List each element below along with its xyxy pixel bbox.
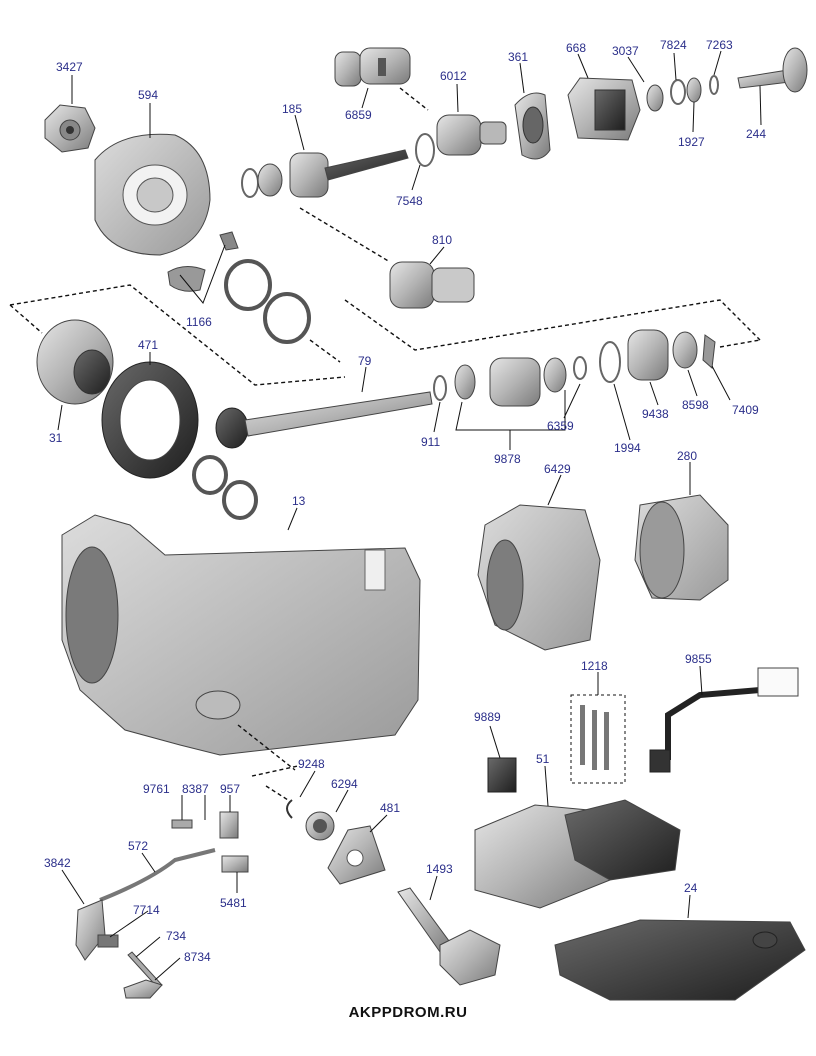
callout-668: 668 — [566, 41, 586, 55]
callout-9438: 9438 — [642, 407, 669, 421]
part-7548-ring — [415, 133, 435, 167]
callout-8598: 8598 — [682, 398, 709, 412]
callout-7714: 7714 — [133, 903, 160, 917]
callout-24: 24 — [684, 881, 698, 895]
part-810-gear — [389, 261, 475, 309]
part-280-housing — [634, 494, 729, 601]
site-watermark: AKPPDROM.RU — [348, 1004, 468, 1021]
part-79-pinion-shaft — [215, 391, 433, 449]
part-244-shaft — [737, 47, 808, 93]
callout-6429: 6429 — [544, 462, 571, 476]
callout-471: 471 — [138, 338, 158, 352]
callout-3427: 3427 — [56, 60, 83, 74]
part-9855-harness — [649, 667, 799, 773]
callout-957: 957 — [220, 782, 240, 796]
part-13-transmission-case — [61, 514, 421, 756]
callout-13: 13 — [292, 494, 306, 508]
callout-280: 280 — [677, 449, 697, 463]
callout-6359: 6359 — [547, 419, 574, 433]
part-3427-flange — [44, 104, 96, 153]
part-361-plate — [514, 92, 551, 160]
part-6429-housing — [477, 504, 601, 651]
callout-6294: 6294 — [331, 777, 358, 791]
part-rings-1166 — [224, 259, 311, 344]
callout-481: 481 — [380, 801, 400, 815]
callout-7824: 7824 — [660, 38, 687, 52]
callout-51: 51 — [536, 752, 550, 766]
callout-1493: 1493 — [426, 862, 453, 876]
callout-1218: 1218 — [581, 659, 608, 673]
part-9889-filter — [487, 757, 517, 793]
part-185-shaft — [241, 149, 409, 198]
callout-1994: 1994 — [614, 441, 641, 455]
callout-1166: 1166 — [186, 315, 212, 329]
callout-361: 361 — [508, 50, 528, 64]
part-7409-clip — [702, 334, 716, 370]
callout-7548: 7548 — [396, 194, 423, 208]
part-8598-bearing — [672, 331, 698, 369]
callout-9248: 9248 — [298, 757, 325, 771]
callout-9878: 9878 — [494, 452, 521, 466]
callout-734: 734 — [166, 929, 186, 943]
callout-5481: 5481 — [220, 896, 247, 910]
part-1493-shaft — [397, 887, 501, 986]
part-31-diff-housing — [36, 319, 114, 405]
callout-8387: 8387 — [182, 782, 209, 796]
callout-244: 244 — [746, 127, 766, 141]
callout-9889: 9889 — [474, 710, 501, 724]
callout-9761: 9761 — [143, 782, 170, 796]
part-small-rings — [646, 75, 719, 112]
part-9248-clip — [286, 799, 293, 819]
part-471-ring-gear — [101, 361, 199, 479]
part-rings-under-471 — [192, 455, 258, 520]
callout-7263: 7263 — [706, 38, 733, 52]
callout-185: 185 — [282, 102, 302, 116]
callout-572: 572 — [128, 839, 148, 853]
callout-7409: 7409 — [732, 403, 759, 417]
part-6012-gear — [436, 114, 507, 156]
part-1218-springs — [570, 694, 626, 784]
part-small-linkage — [75, 811, 249, 999]
callout-8734: 8734 — [184, 950, 211, 964]
callout-labels: 3427 594 185 6859 6012 361 668 3037 7824… — [44, 38, 766, 964]
callout-911: 911 — [421, 435, 440, 449]
part-594-cover — [94, 133, 211, 256]
part-6294-seal — [305, 811, 335, 841]
part-6859-gear — [334, 47, 411, 87]
callout-3037: 3037 — [612, 44, 639, 58]
leader-lines — [57, 50, 762, 981]
callout-3842: 3842 — [44, 856, 71, 870]
callout-31: 31 — [49, 431, 63, 445]
callout-810: 810 — [432, 233, 452, 247]
assembly-dashed-lines — [9, 87, 761, 801]
part-51-valve-body — [474, 799, 681, 909]
callout-9855: 9855 — [685, 652, 712, 666]
callout-594: 594 — [138, 88, 158, 102]
callout-6859: 6859 — [345, 108, 372, 122]
part-668-differential — [567, 77, 641, 141]
part-24-oil-pan — [554, 919, 806, 1001]
part-9878-bearing-set — [433, 341, 621, 407]
callout-6012: 6012 — [440, 69, 467, 83]
callout-79: 79 — [358, 354, 372, 368]
part-9438-bearing — [627, 329, 669, 381]
part-481-bracket — [327, 825, 386, 885]
callout-1927: 1927 — [678, 135, 705, 149]
